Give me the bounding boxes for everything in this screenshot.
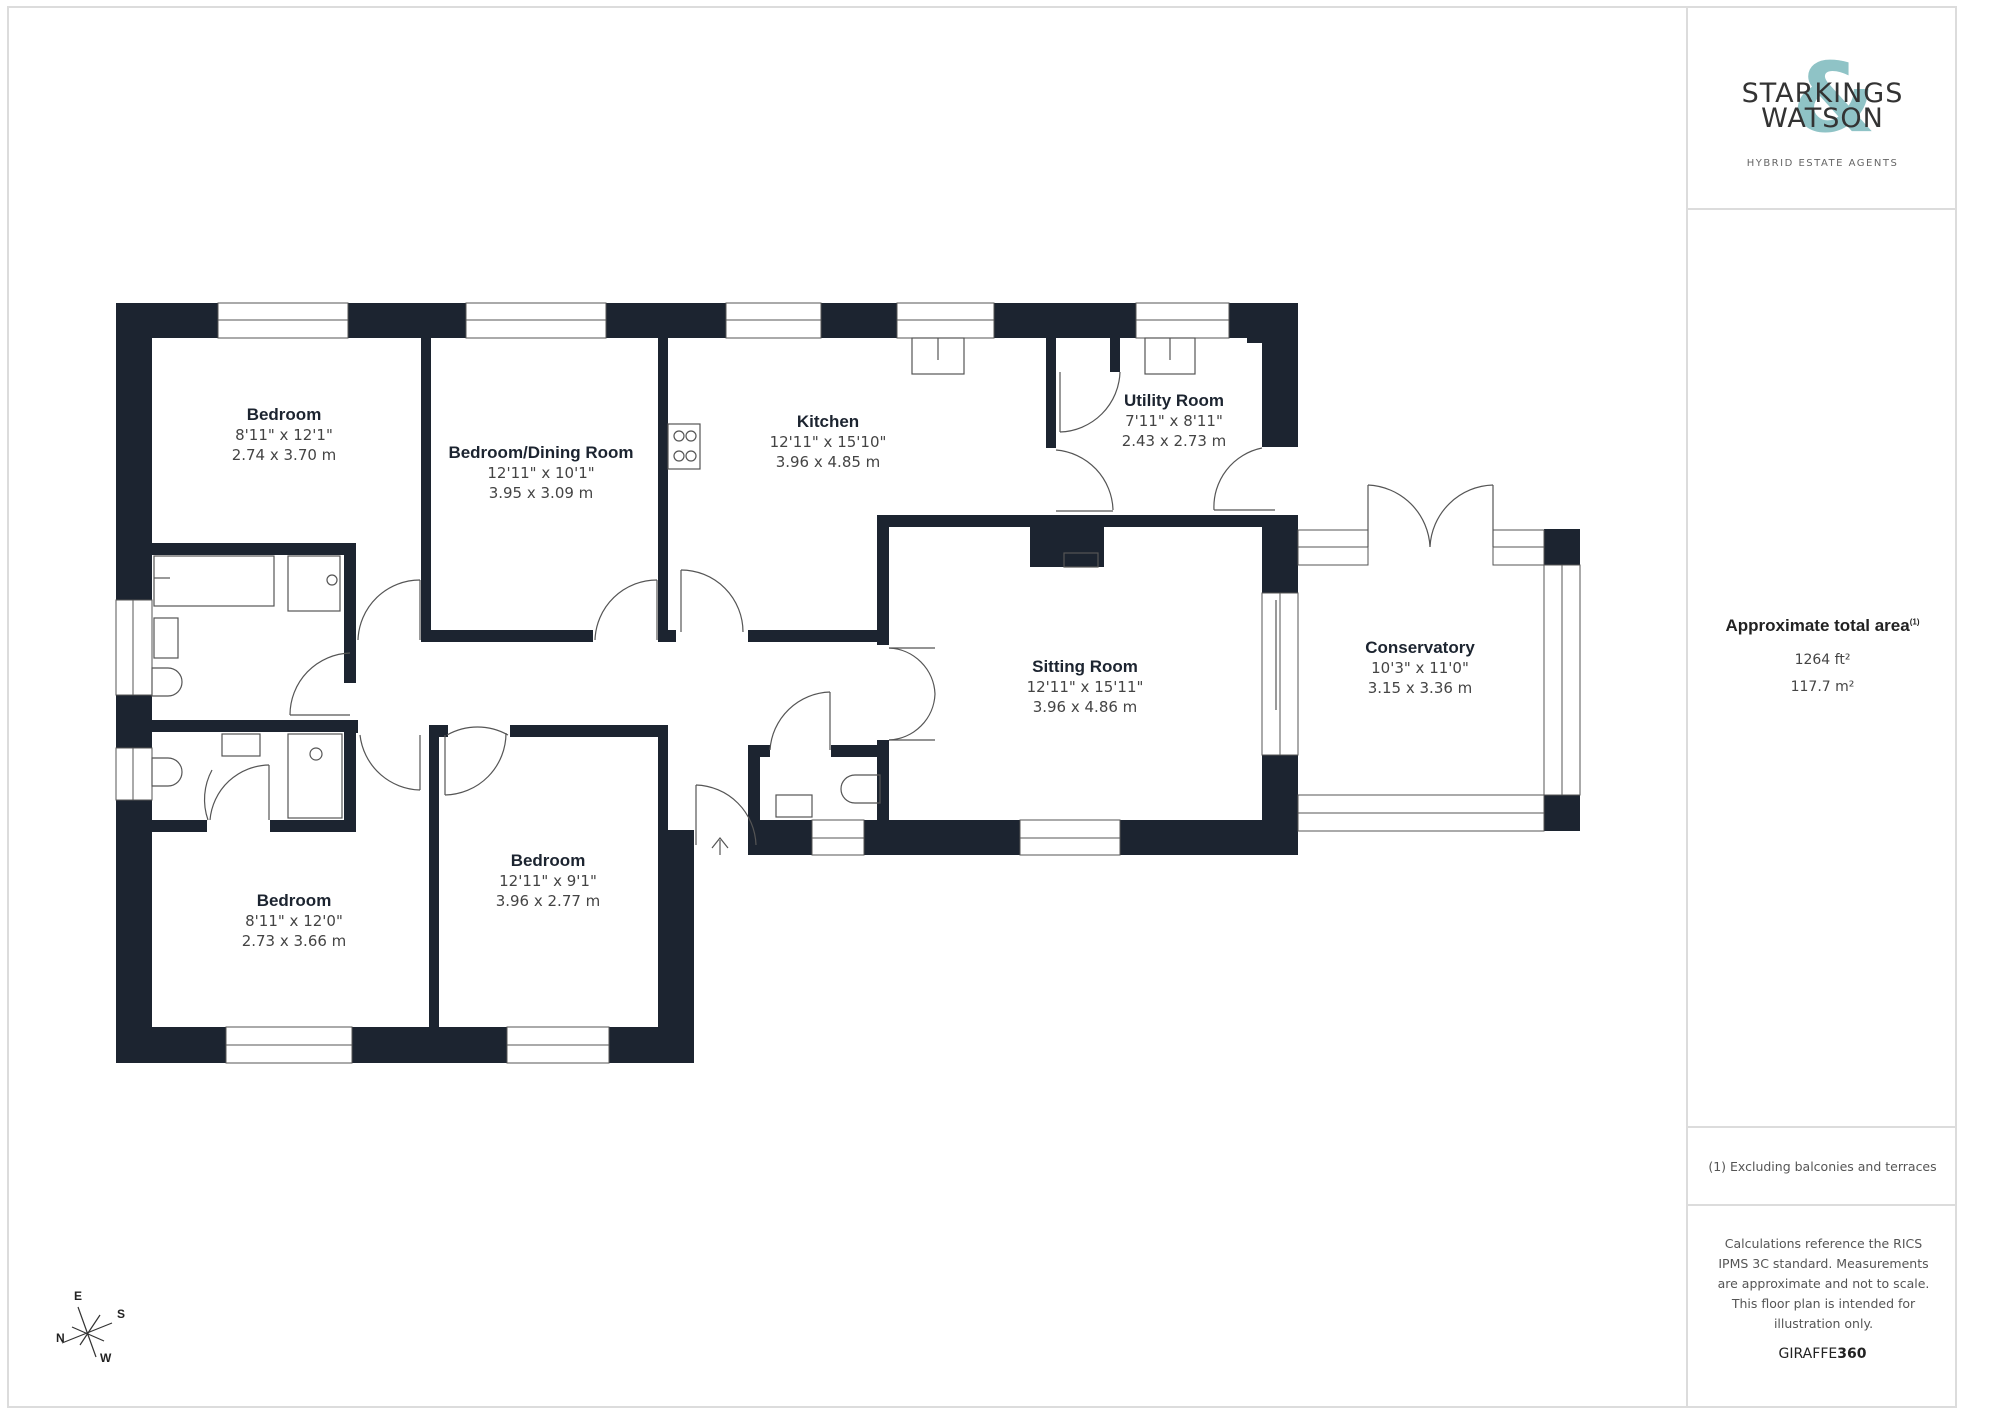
windows	[115, 302, 1581, 1064]
provider-logo: GIRAFFE360	[1688, 1346, 1957, 1362]
compass-w: W	[100, 1351, 112, 1365]
area-title: Approximate total area(1)	[1688, 616, 1957, 636]
area-imperial: 1264 ft²	[1794, 652, 1851, 668]
room-imperial: 12'11" x 15'11"	[1026, 678, 1144, 696]
room-metric: 2.73 x 3.66 m	[241, 932, 347, 950]
room-label-bedroom-1: Bedroom 8'11" x 12'1" 2.74 x 3.70 m	[232, 405, 337, 465]
logo-tagline: HYBRID ESTATE AGENTS	[1746, 158, 1899, 169]
page-frame	[7, 6, 1957, 1408]
footnote-section: (1) Excluding balconies and terraces	[1688, 1128, 1957, 1206]
compass-rose-icon	[61, 1306, 113, 1358]
area-summary: Approximate total area(1) 1264 ft² 117.7…	[1688, 210, 1957, 1128]
room-name: Conservatory	[1365, 638, 1475, 657]
footnote-marker: (1)	[1909, 617, 1920, 627]
area-metric: 117.7 m²	[1790, 679, 1855, 695]
compass-s: S	[117, 1307, 126, 1321]
room-imperial: 12'11" x 10'1"	[487, 464, 595, 482]
provider-prefix: GIRAFFE	[1778, 1346, 1838, 1362]
logo-line-1: STARKINGS	[1741, 78, 1904, 109]
room-imperial: 10'3" x 11'0"	[1371, 659, 1469, 677]
logo-line-2: WATSON	[1761, 103, 1884, 134]
compass-e: E	[74, 1289, 83, 1303]
room-name: Bedroom	[256, 891, 332, 910]
room-imperial: 8'11" x 12'0"	[245, 912, 343, 930]
footnote-text: (1) Excluding balconies and terraces	[1708, 1159, 1937, 1174]
room-imperial: 12'11" x 9'1"	[499, 872, 597, 890]
room-imperial: 7'11" x 8'11"	[1125, 412, 1223, 430]
room-name: Utility Room	[1123, 391, 1225, 410]
disclaimer-section: Calculations reference the RICS IPMS 3C …	[1688, 1206, 1957, 1408]
room-metric: 2.43 x 2.73 m	[1121, 432, 1227, 450]
room-label-bedroom-4: Bedroom 12'11" x 9'1" 3.96 x 2.77 m	[496, 851, 601, 911]
compass-n: N	[56, 1331, 65, 1345]
room-metric: 3.96 x 4.85 m	[775, 453, 881, 471]
room-imperial: 12'11" x 15'10"	[769, 433, 887, 451]
room-metric: 3.95 x 3.09 m	[488, 484, 594, 502]
disclaimer-text: Calculations reference the RICS IPMS 3C …	[1717, 1236, 1930, 1331]
room-metric: 3.15 x 3.36 m	[1367, 679, 1473, 697]
room-metric: 3.96 x 4.86 m	[1032, 698, 1138, 716]
room-name: Bedroom	[510, 851, 586, 870]
door-swings	[203, 371, 1494, 855]
room-name: Bedroom/Dining Room	[448, 443, 634, 462]
brand-logo: & STARKINGS WATSON HYBRID ESTATE AGENTS	[1688, 6, 1957, 210]
room-label-kitchen: Kitchen 12'11" x 15'10" 3.96 x 4.85 m	[770, 412, 887, 472]
fixtures	[151, 337, 1196, 819]
room-label-sitting-room: Sitting Room 12'11" x 15'11" 3.96 x 4.86…	[1027, 657, 1144, 717]
provider-suffix: 360	[1837, 1346, 1867, 1362]
room-metric: 2.74 x 3.70 m	[231, 446, 337, 464]
room-label-bedroom-3: Bedroom 8'11" x 12'0" 2.73 x 3.66 m	[242, 891, 347, 951]
room-name: Kitchen	[796, 412, 860, 431]
area-title-text: Approximate total area	[1725, 616, 1910, 635]
room-name: Sitting Room	[1032, 657, 1138, 676]
room-label-utility: Utility Room 7'11" x 8'11" 2.43 x 2.73 m	[1122, 391, 1227, 451]
room-name: Bedroom	[246, 405, 322, 424]
room-label-bedroom-dining: Bedroom/Dining Room 12'11" x 10'1" 3.95 …	[448, 443, 633, 503]
compass: E S N W	[52, 1285, 132, 1365]
room-label-conservatory: Conservatory 10'3" x 11'0" 3.15 x 3.36 m	[1365, 638, 1475, 698]
logo-ampersand: &	[1792, 42, 1876, 154]
room-metric: 3.96 x 2.77 m	[495, 892, 601, 910]
room-imperial: 8'11" x 12'1"	[235, 426, 333, 444]
info-sidebar: & STARKINGS WATSON HYBRID ESTATE AGENTS …	[1686, 6, 1957, 1408]
